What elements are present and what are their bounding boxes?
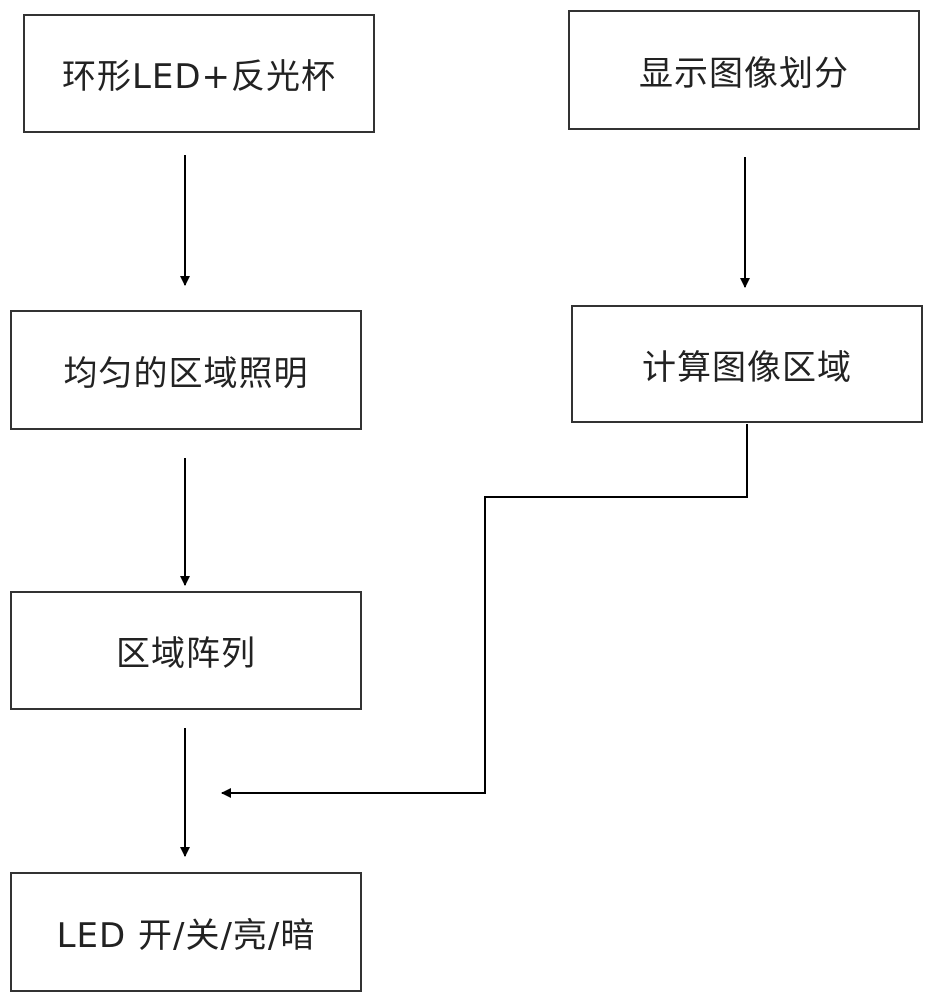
node-uniform-lighting: 均匀的区域照明 xyxy=(10,310,362,430)
node-led-control: LED 开/关/亮/暗 xyxy=(10,872,362,992)
node-compute-region-label: 计算图像区域 xyxy=(642,340,852,389)
node-uniform-lighting-label: 均匀的区域照明 xyxy=(64,346,309,395)
node-region-array: 区域阵列 xyxy=(10,591,362,710)
node-region-array-label: 区域阵列 xyxy=(116,626,256,675)
node-led-control-label: LED 开/关/亮/暗 xyxy=(57,908,316,957)
node-led-reflector: 环形LED+反光杯 xyxy=(23,14,375,133)
node-image-division-label: 显示图像划分 xyxy=(639,46,849,95)
node-image-division: 显示图像划分 xyxy=(568,10,920,130)
node-compute-region: 计算图像区域 xyxy=(571,305,923,423)
node-led-reflector-label: 环形LED+反光杯 xyxy=(62,49,336,98)
